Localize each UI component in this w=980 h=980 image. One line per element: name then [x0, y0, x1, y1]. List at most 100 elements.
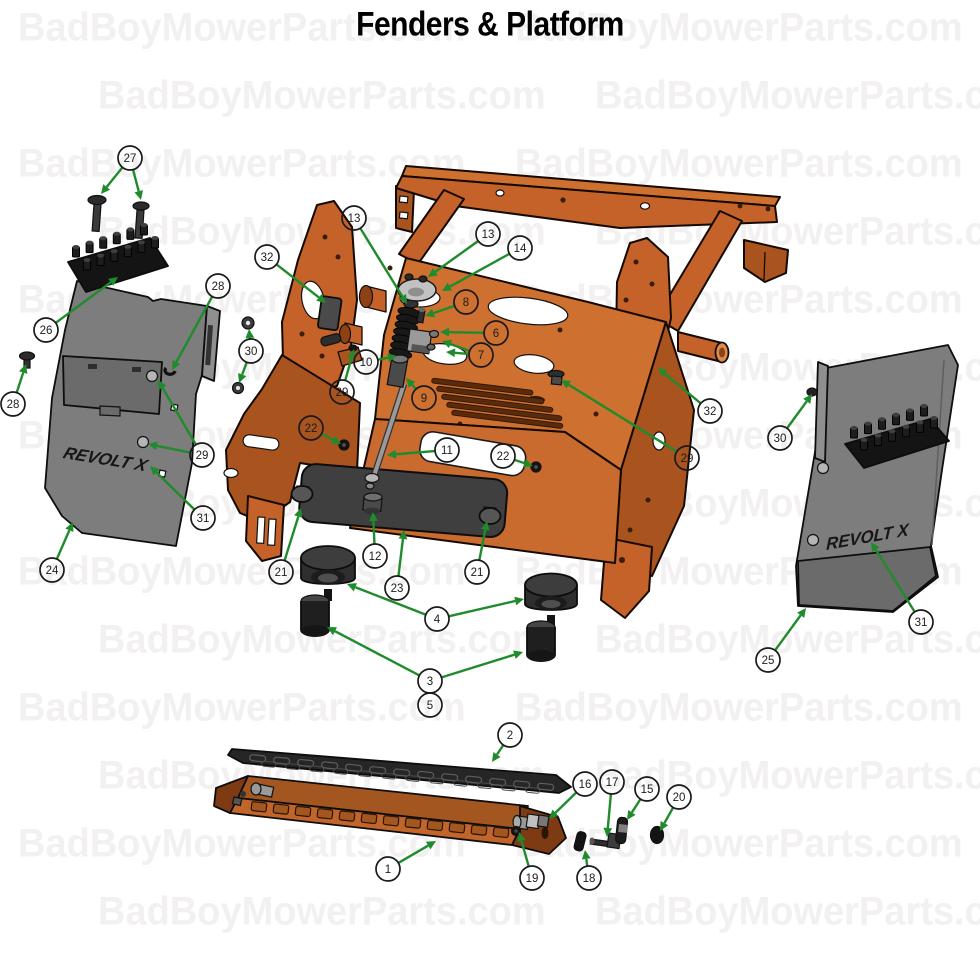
callout-circle-1 — [375, 856, 401, 882]
vent-slot — [446, 401, 563, 422]
callout-arrowhead — [330, 435, 341, 444]
callout-number-9: 9 — [421, 393, 427, 405]
pad-stud-top — [906, 408, 914, 413]
platform-tread-slot — [294, 805, 312, 818]
anti-scalp-rollers — [300, 545, 578, 662]
callout-arrowhead — [492, 752, 501, 762]
callout-number-4: 4 — [434, 614, 441, 626]
callout-circle-22 — [298, 415, 324, 441]
callout-arrowhead — [658, 368, 668, 378]
callout-arrow-line — [354, 586, 426, 616]
roller-stem — [324, 589, 332, 601]
watermark-text: BadBoyMowerParts.com — [98, 889, 546, 935]
callout-number-24: 24 — [46, 565, 59, 577]
pad-stud-top — [124, 244, 132, 249]
pad-stud-top — [72, 245, 80, 249]
callout-circle-28 — [205, 273, 231, 299]
callout-circle-10 — [353, 349, 379, 375]
tread-plate-slot — [273, 756, 291, 765]
callout-arrow-line — [495, 744, 505, 756]
rod-hex-head — [364, 472, 380, 484]
knob-band — [618, 824, 628, 833]
callout-number-14: 14 — [514, 243, 527, 255]
pad-stud-top — [850, 426, 858, 430]
disc-bolt — [418, 275, 428, 283]
callout-circle-28 — [0, 391, 26, 417]
callout-arrowhead — [245, 329, 255, 339]
callout-number-10: 10 — [360, 357, 373, 369]
callout-number-17: 17 — [606, 777, 619, 789]
deck-hole — [557, 327, 563, 333]
callout-arrow-line — [520, 840, 530, 867]
rubber-bumper — [478, 507, 502, 525]
callout-arrow-line — [411, 383, 417, 390]
hinge-pin-end — [250, 782, 262, 796]
callout-circle-31 — [190, 505, 216, 531]
door-slot — [88, 364, 97, 369]
callout-arrow-line — [585, 858, 589, 866]
tread-plate-slot — [285, 763, 301, 770]
deck-bolt — [550, 375, 563, 386]
callout-number-29: 29 — [336, 387, 349, 399]
callout-arrowhead — [158, 380, 167, 390]
vent-slot — [436, 385, 545, 405]
callout-circle-5 — [417, 692, 443, 718]
platform-tread-slot — [470, 824, 488, 836]
rear-rail-front — [395, 175, 778, 229]
wall-hole — [223, 467, 239, 479]
pad-stud-top — [878, 417, 886, 422]
wall-hole — [627, 527, 633, 533]
callout-arrow-line — [664, 372, 702, 404]
plug-bottom — [364, 507, 380, 515]
callout-arrowhead — [172, 359, 181, 370]
callout-arrow-line — [55, 529, 71, 560]
seat-spring-assembly — [364, 273, 440, 490]
callout-number-2: 2 — [507, 730, 513, 742]
callout-number-7: 7 — [478, 350, 484, 362]
callout-number-32: 32 — [261, 252, 274, 264]
pad-stud-top — [83, 258, 91, 262]
hinge-clip — [231, 796, 243, 807]
platform-tread-slot — [448, 822, 466, 834]
pad-stud-top — [97, 253, 105, 258]
callout-number-1: 1 — [385, 864, 391, 876]
callout-arrowhead — [603, 827, 613, 837]
tread-plate-slot — [321, 761, 339, 770]
callout-arrowhead — [398, 530, 408, 540]
callout-arrowhead — [549, 809, 559, 819]
callout-circle-32 — [254, 244, 280, 270]
callout-circle-13 — [475, 221, 501, 247]
tread-plate-slot — [465, 775, 483, 784]
callout-arrow-line — [15, 372, 25, 393]
pad-stud-top — [126, 227, 134, 232]
callout-circle-17 — [599, 769, 625, 795]
platform-tread-slot — [360, 812, 378, 825]
callout-arrow-line — [398, 844, 429, 864]
callout-circle-29 — [674, 445, 700, 471]
rubber-bumper — [290, 485, 314, 503]
callout-number-13: 13 — [348, 213, 361, 225]
callout-number-31: 31 — [915, 617, 928, 629]
callout-arrow-line — [630, 798, 642, 814]
callout-arrow-line — [161, 387, 197, 445]
tread-plate-slot — [501, 784, 517, 792]
fender-plug — [806, 533, 820, 547]
platform-tread-slot — [338, 810, 356, 822]
callout-arrowhead — [581, 850, 591, 860]
screw-head — [87, 194, 107, 206]
fender-screws — [18, 194, 150, 369]
foot-slot — [267, 518, 277, 546]
callout-arrow-line — [450, 342, 470, 352]
tread-plate-slot — [453, 779, 469, 787]
spring-pin-top — [418, 308, 426, 312]
callout-circle-18 — [576, 865, 602, 891]
vent-slot — [441, 393, 554, 413]
callout-arrowhead — [561, 380, 571, 389]
left-fender-body — [44, 280, 208, 547]
pad-stud-top — [110, 249, 118, 254]
clip-nut — [163, 366, 177, 376]
roller-hub — [541, 600, 561, 608]
callout-number-26: 26 — [40, 325, 53, 337]
rail-hole — [765, 206, 771, 212]
